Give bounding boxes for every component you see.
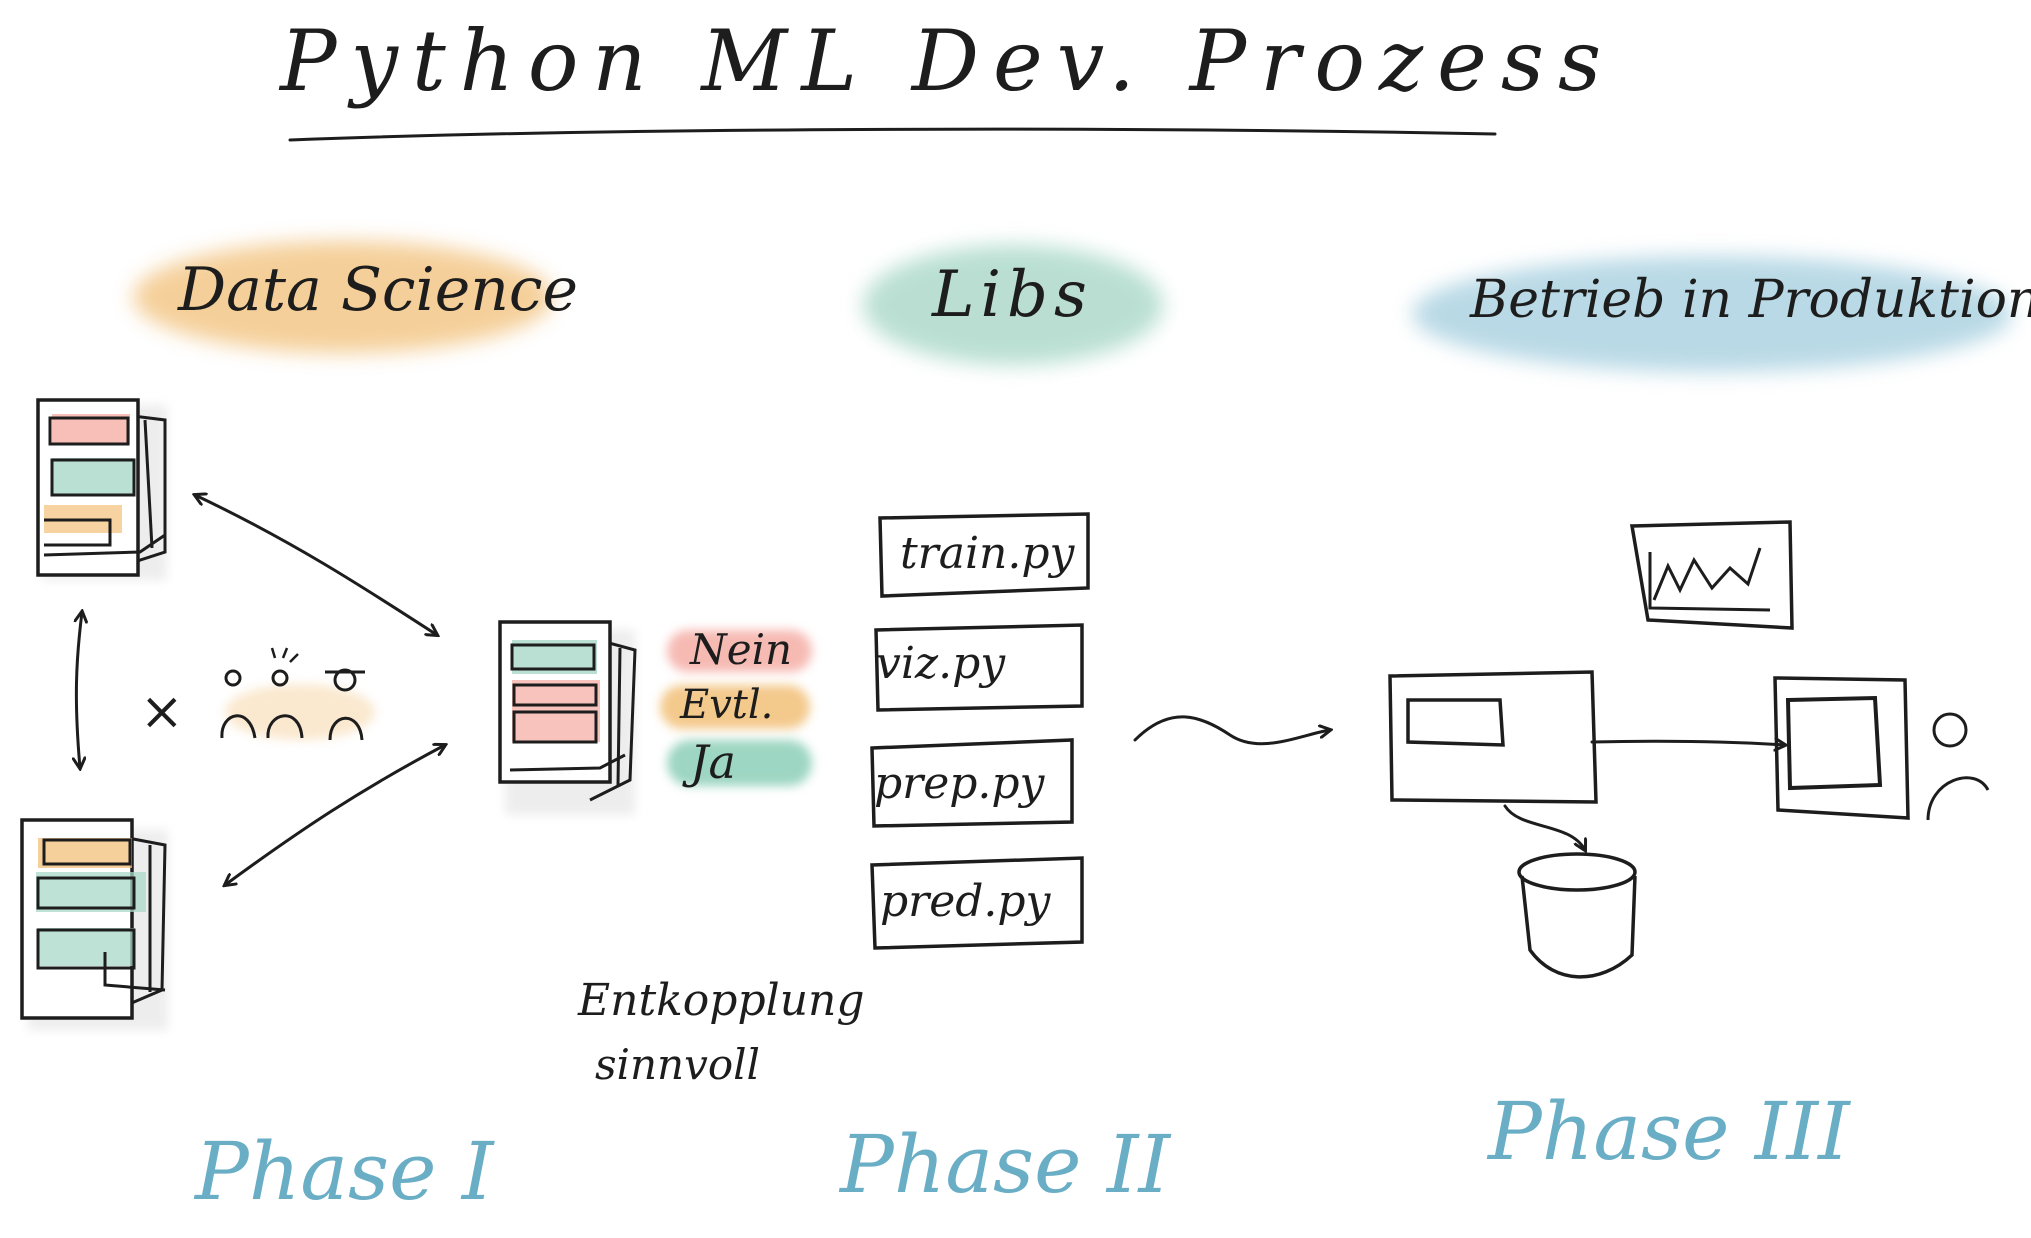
no-highlight [667, 630, 812, 672]
file-pred: pred.py [880, 876, 1051, 927]
file-prep: prep.py [874, 758, 1045, 809]
client-monitor-icon [1773, 676, 1910, 820]
arrow-top-to-bottom [76, 612, 82, 768]
page-title: Python ML Dev. Prozess [280, 12, 1616, 110]
phase-3-label: Phase III [1488, 1085, 1850, 1178]
section-production: Betrieb in Produktion [1470, 270, 2031, 330]
file-viz: viz.py [876, 638, 1006, 689]
server-icon [1388, 670, 1598, 804]
decision-yes: Ja [690, 735, 736, 789]
arrow-center-to-bottom [225, 745, 445, 885]
user-icon [1926, 712, 1990, 821]
monitoring-chart-icon [1629, 520, 1794, 630]
notebook-bottom [20, 818, 168, 1030]
section-libs: Libs [932, 258, 1093, 332]
section-data-science: Data Science [178, 255, 578, 325]
file-train: train.py [900, 528, 1075, 579]
database-icon [1517, 852, 1637, 979]
server-to-client-arrow [1590, 741, 1785, 745]
libs-highlight [863, 245, 1163, 365]
phase-1-label: Phase I [195, 1125, 494, 1218]
team-people-icon [220, 647, 375, 741]
server-to-database-arrow [1503, 804, 1585, 850]
phase-2-label: Phase II [840, 1118, 1171, 1211]
notebook-top [36, 398, 167, 580]
maybe-highlight [660, 685, 810, 729]
file-boxes [870, 512, 1090, 950]
title-underline [288, 127, 1497, 142]
production-highlight [1412, 256, 2012, 372]
decision-maybe: Evtl. [680, 682, 774, 728]
transition-arrow [1133, 715, 1330, 746]
arrow-top-to-center [195, 495, 437, 635]
data-science-highlight [133, 241, 553, 353]
decision-no: Nein [690, 625, 793, 674]
notebook-center [498, 620, 637, 815]
note-line-1: Entkopplung [578, 975, 865, 1026]
note-line-2: sinnvoll [595, 1040, 760, 1089]
collab-multiplier: × [140, 682, 184, 742]
yes-highlight [667, 740, 812, 786]
